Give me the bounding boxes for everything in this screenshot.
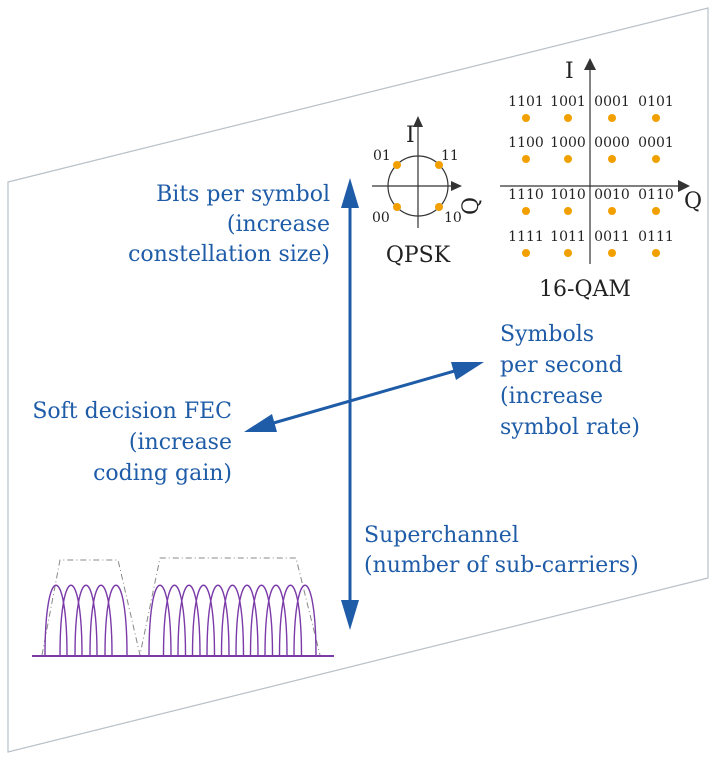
sub-carrier-2 [74,584,98,656]
qam16-axis-q: Q [684,189,702,214]
superchannel-line-1: Superchannel [364,523,519,548]
qpsk-unit-circle [387,155,449,217]
qam16-label-3-2: 0011 [594,229,630,245]
superchannel-label: Superchannel (number of sub-carriers) [364,523,639,578]
qam16-label-2-3: 0110 [638,187,674,203]
sub-carrier-10 [220,584,245,656]
symbols-per-second-line-2: per second [500,353,623,378]
symbols-per-second-line-3: (increase [500,384,603,409]
diagonal-double-arrow [244,362,484,432]
qam16-point-0-3 [652,114,660,122]
qam16-point-3-3 [652,249,660,257]
soft-decision-line-3: coding gain) [93,461,232,486]
qam16-point-1-0 [522,155,530,163]
qpsk-label-00: 00 [372,210,390,226]
qam16-point-0-2 [608,114,616,122]
bits-per-symbol-line-1: Bits per symbol [156,182,330,207]
sub-carrier-8 [191,584,216,656]
sub-carrier-0 [44,584,68,656]
qam16-label-1-0: 1100 [508,135,544,151]
qam16-label-0-2: 0001 [594,94,630,110]
qam16-point-2-3 [652,207,660,215]
sub-carrier-12 [249,584,274,656]
qam16-label-2-1: 1010 [550,187,586,203]
perspective-plane [7,7,709,753]
qam16-label-0-3: 0101 [638,94,674,110]
qam16-label-3-1: 1011 [550,229,586,245]
spectrum-carriers [44,584,317,656]
qam16-constellation: I Q 1101 1001 0001 0101 1100 1000 0000 0001 1110… [500,58,702,302]
qam16-label-1-3: 0001 [638,135,674,151]
qam16-point-1-1 [564,155,572,163]
qam16-label-1-1: 1000 [550,135,586,151]
qam16-label-2-0: 1110 [508,187,544,203]
bits-per-symbol-label: Bits per symbol (increase constellation … [128,182,330,267]
qam16-point-3-1 [564,249,572,257]
qam16-point-2-1 [564,207,572,215]
qpsk-point-00 [393,203,401,211]
sub-carrier-6 [162,584,187,656]
qam16-label-2-2: 0010 [594,187,630,203]
qam16-point-3-0 [522,249,530,257]
qpsk-point-11 [435,161,443,169]
sub-carrier-4 [104,584,128,656]
bits-per-symbol-line-2: (increase [227,212,330,237]
superchannel-line-2: (number of sub-carriers) [364,553,639,578]
qam16-point-1-3 [652,155,660,163]
sub-carrier-11 [235,584,259,656]
superchannel-spectrum [32,557,334,657]
qam16-point-3-2 [608,249,616,257]
symbols-per-second-line-1: Symbols [500,322,594,347]
qpsk-axis-i: I [406,123,415,148]
sub-carrier-3 [89,584,113,656]
sub-carrier-7 [177,584,201,656]
symbols-per-second-label: Symbols per second (increase symbol rate… [500,322,640,440]
sub-carrier-5 [148,584,172,656]
sub-carrier-15 [293,584,317,656]
sub-carrier-9 [206,584,230,656]
sub-carrier-13 [264,584,288,656]
qam16-point-2-2 [608,207,616,215]
soft-decision-line-1: Soft decision FEC [32,399,232,424]
bits-per-symbol-line-3: constellation size) [128,242,330,267]
qam16-point-0-0 [522,114,530,122]
qpsk-label-01: 01 [373,148,391,164]
qam16-label-0-0: 1101 [508,94,544,110]
qam16-point-0-1 [564,114,572,122]
qpsk-point-10 [435,203,443,211]
soft-decision-label: Soft decision FEC (increase coding gain) [32,399,232,486]
qpsk-label-11: 11 [441,148,459,164]
qpsk-label-10: 10 [444,210,462,226]
qam16-label-0-1: 1001 [550,94,586,110]
vertical-double-arrow [341,178,359,630]
qpsk-constellation: I Q 01 11 00 10 QPSK [372,116,484,268]
qam16-label-3-3: 0111 [638,229,674,245]
qam16-axis-i: I [565,59,574,84]
qam16-title: 16-QAM [539,277,631,302]
symbols-per-second-line-4: symbol rate) [500,415,640,440]
qpsk-point-01 [393,161,401,169]
sub-carrier-1 [59,584,83,656]
qam16-point-2-0 [522,207,530,215]
soft-decision-line-2: (increase [129,430,232,455]
qam16-point-1-2 [608,155,616,163]
sub-carrier-14 [278,584,303,656]
qam16-label-1-2: 0000 [594,135,630,151]
qpsk-title: QPSK [386,243,451,268]
qam16-grid: 1101 1001 0001 0101 1100 1000 0000 0001 1110 1010… [508,94,674,257]
qpsk-axis-q: Q [459,197,484,215]
qam16-label-3-0: 1111 [508,229,544,245]
